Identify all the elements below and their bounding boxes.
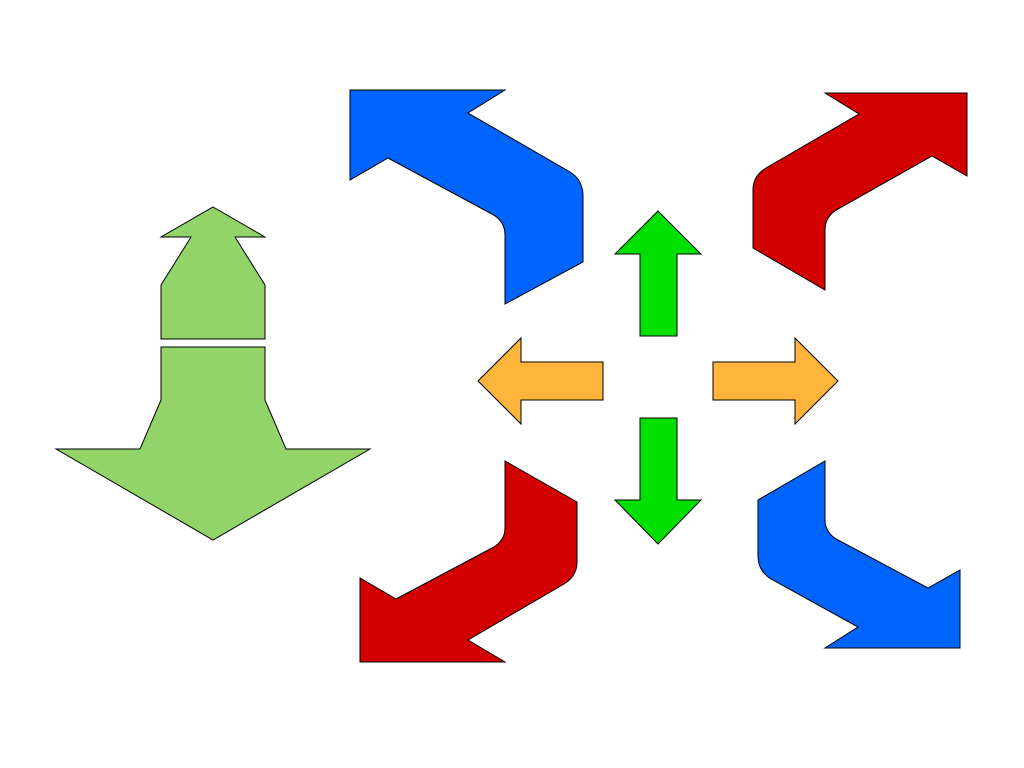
bent-arrow-down-right-icon <box>757 460 961 649</box>
arrow-up-icon <box>613 210 703 337</box>
bent-arrow-up-left-icon <box>349 89 584 305</box>
arrow-right-icon <box>712 336 839 426</box>
arrow-left-icon <box>477 336 604 426</box>
bent-arrow-up-right-icon <box>752 92 968 291</box>
large-arrow-upper-segment-icon <box>159 206 267 340</box>
bent-arrow-down-left-icon <box>359 460 578 663</box>
large-down-arrow-icon <box>54 346 372 541</box>
arrow-down-icon <box>613 417 703 545</box>
